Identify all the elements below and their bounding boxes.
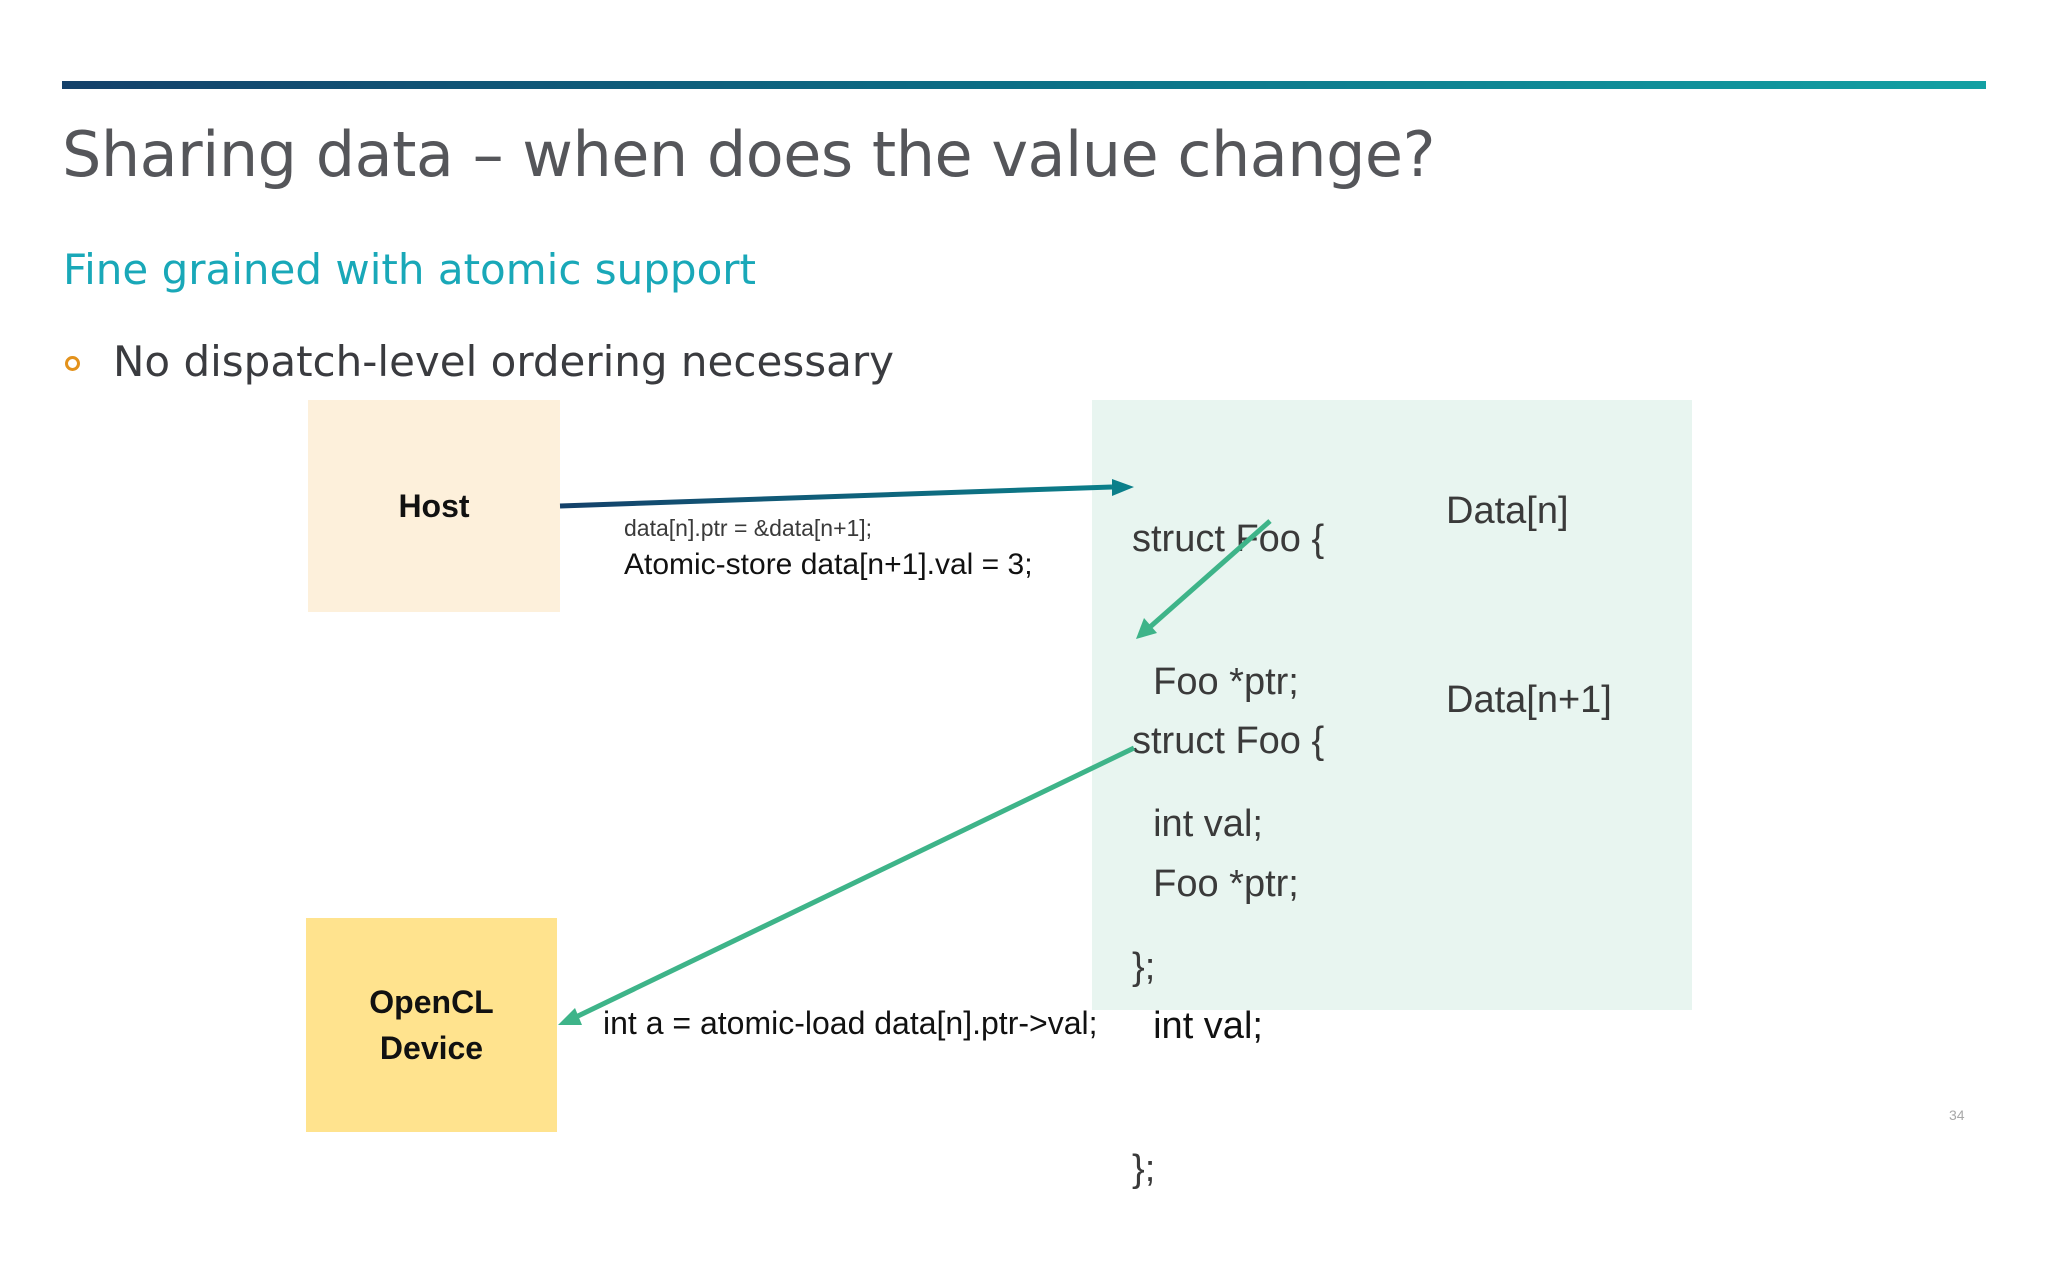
host-statement-pointer: data[n].ptr = &data[n+1];: [624, 515, 873, 541]
host-statement-atomic-store: Atomic-store data[n+1].val = 3;: [624, 548, 1033, 581]
struct-foo-data-n1: struct Foo { Foo *ptr; int val; };: [1132, 623, 1324, 1288]
code-line: };: [1132, 1147, 1156, 1190]
data-n1-label: Data[n+1]: [1446, 679, 1612, 721]
slide: Sharing data – when does the value chang…: [62, 81, 1986, 1190]
code-line: int val;: [1132, 803, 1263, 845]
opencl-device-box: OpenCL Device: [306, 918, 557, 1132]
host-box: Host: [308, 400, 560, 612]
data-n-label: Data[n]: [1446, 490, 1569, 532]
memory-panel: [1092, 400, 1692, 1010]
bullet-text: No dispatch-level ordering necessary: [113, 337, 894, 386]
device-statement-atomic-load: int a = atomic-load data[n].ptr->val;: [603, 1005, 1098, 1041]
host-to-memory-arrow: [559, 479, 1134, 509]
device-label-line-2: Device: [379, 1030, 484, 1066]
code-line: struct Foo {: [1132, 720, 1325, 762]
page-number: 34: [1949, 1107, 1965, 1123]
code-line: Foo *ptr;: [1132, 862, 1299, 905]
slide-title: Sharing data – when does the value chang…: [62, 118, 1435, 191]
code-line: struct Foo {: [1132, 518, 1325, 560]
code-line: Foo *ptr;: [1132, 660, 1299, 703]
host-label: Host: [398, 487, 470, 524]
slide-subtitle: Fine grained with atomic support: [63, 245, 757, 294]
val-to-device-arrow: [558, 745, 1136, 1025]
code-line-highlighted: int val;: [1132, 1005, 1263, 1047]
accent-bar: [62, 81, 1986, 89]
bullet-circle-icon: [65, 356, 80, 371]
code-line: };: [1132, 945, 1156, 988]
device-label-line-1: OpenCL: [369, 984, 494, 1020]
